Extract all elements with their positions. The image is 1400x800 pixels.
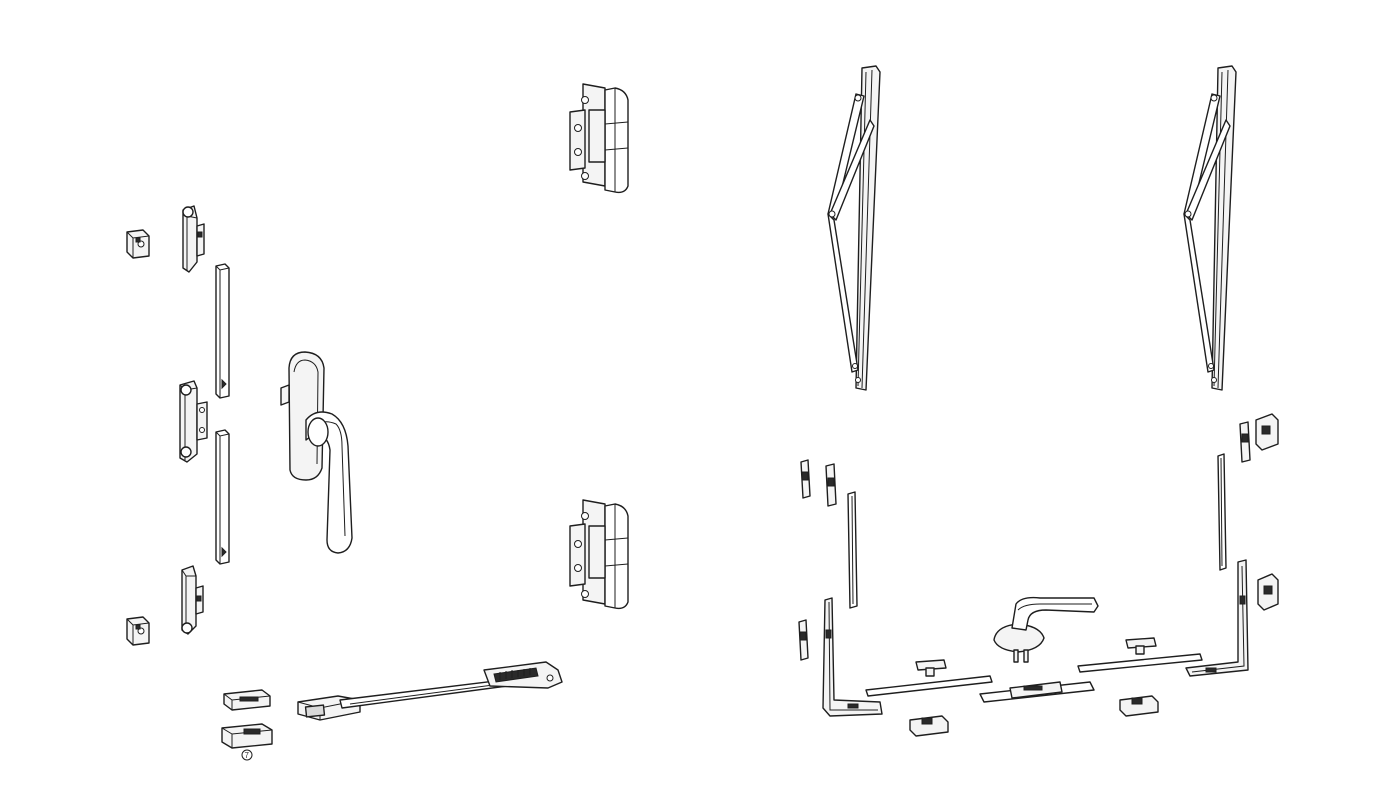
keeper-left-lower — [798, 619, 809, 661]
sash-hinge-top — [569, 83, 629, 194]
keeper-bottom-1 — [915, 659, 947, 677]
part-number-label: 7 — [245, 751, 250, 760]
corner-drive-right — [1185, 559, 1249, 677]
sash-hinge-bottom — [569, 499, 629, 610]
keeper-bottom-4 — [1119, 695, 1159, 717]
frame-keeper-bottom — [126, 616, 150, 646]
center-gearbox — [979, 681, 1095, 703]
keeper-left-upper — [800, 459, 837, 507]
left-assembly: 7 — [126, 83, 629, 761]
window-handle — [280, 351, 353, 554]
corner-drive-left — [822, 597, 883, 717]
part-number-marker: 7 — [241, 749, 253, 761]
corner-drive-bottom — [181, 565, 204, 635]
keeper-right-lower — [1257, 573, 1279, 611]
striker-plate-2 — [221, 723, 273, 749]
locking-rod-bottom-right — [1077, 653, 1203, 673]
frame-keeper-top — [126, 229, 150, 259]
striker-plate-1 — [223, 689, 271, 711]
keeper-bottom-2 — [1125, 637, 1157, 655]
friction-stay-right — [1183, 65, 1237, 391]
locking-rod-right — [1217, 453, 1227, 571]
casement-handle — [993, 596, 1099, 663]
corner-drive-top — [182, 205, 205, 273]
connecting-rod-lower — [215, 429, 230, 565]
right-assembly — [798, 65, 1279, 737]
keeper-right-upper — [1239, 413, 1279, 463]
locking-rod-bottom-left — [865, 675, 993, 697]
central-gear-mechanism — [179, 380, 208, 463]
friction-stay-arm — [297, 661, 563, 721]
friction-stay-left — [827, 65, 881, 391]
locking-rod-left — [847, 491, 858, 609]
connecting-rod-upper — [215, 263, 230, 399]
keeper-bottom-3 — [909, 715, 949, 737]
